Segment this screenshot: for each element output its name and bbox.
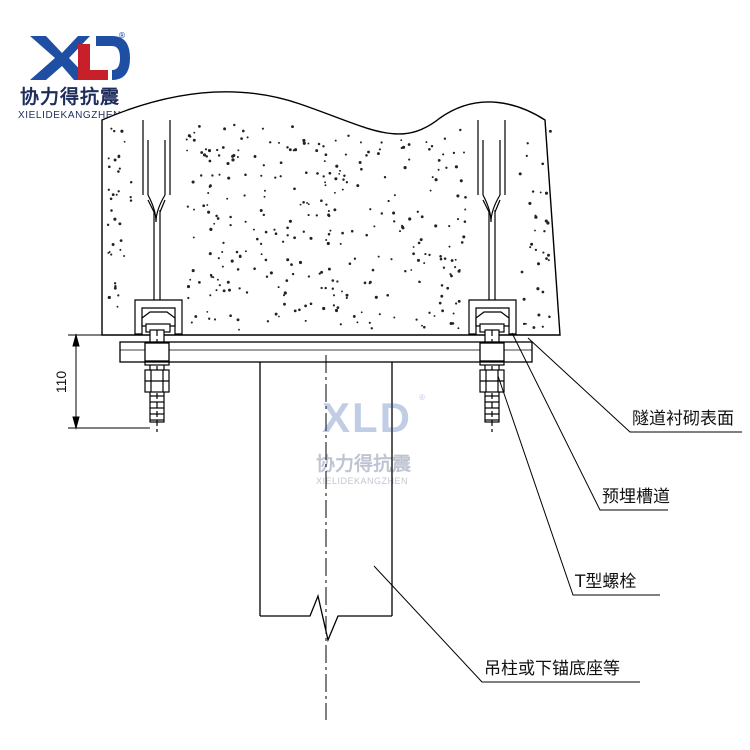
leader-lines <box>373 332 742 683</box>
watermark-name-cn: 协力得抗震 <box>316 452 412 475</box>
watermark-name-en: XIELIDEKANGZHEN <box>316 476 408 486</box>
hanger-column <box>259 355 393 720</box>
watermark-mark: XLD <box>322 394 412 441</box>
column-break-line <box>260 593 392 643</box>
watermark-registered: ® <box>418 393 426 402</box>
logo-name-cn: 协力得抗震 <box>20 85 120 108</box>
dimension-110 <box>68 333 150 430</box>
logo-registered-mark: ® <box>118 31 126 40</box>
callout-hanger-or-anchor-base: 吊柱或下锚底座等 <box>484 659 620 679</box>
left-embedded-channel <box>134 299 183 335</box>
logo-name-en: XIELIDEKANGZHEN <box>18 110 121 121</box>
tunnel-concrete <box>101 91 561 336</box>
concrete-outline <box>101 91 561 336</box>
callout-t-bolt: T型螺栓 <box>574 572 636 592</box>
watermark: XLD ® 协力得抗震 XIELIDEKANGZHEN <box>316 393 426 486</box>
dimension-value: 110 <box>53 371 69 394</box>
logo-mark: ® <box>30 31 130 80</box>
brand-logo: ® 协力得抗震 XIELIDEKANGZHEN <box>18 31 130 121</box>
aggregate-dots <box>106 123 552 331</box>
callout-tunnel-lining-surface: 隧道衬砌表面 <box>632 409 734 429</box>
base-plate <box>119 341 533 363</box>
right-embedded-channel <box>468 299 517 335</box>
callout-embedded-channel: 预埋槽道 <box>602 487 670 507</box>
